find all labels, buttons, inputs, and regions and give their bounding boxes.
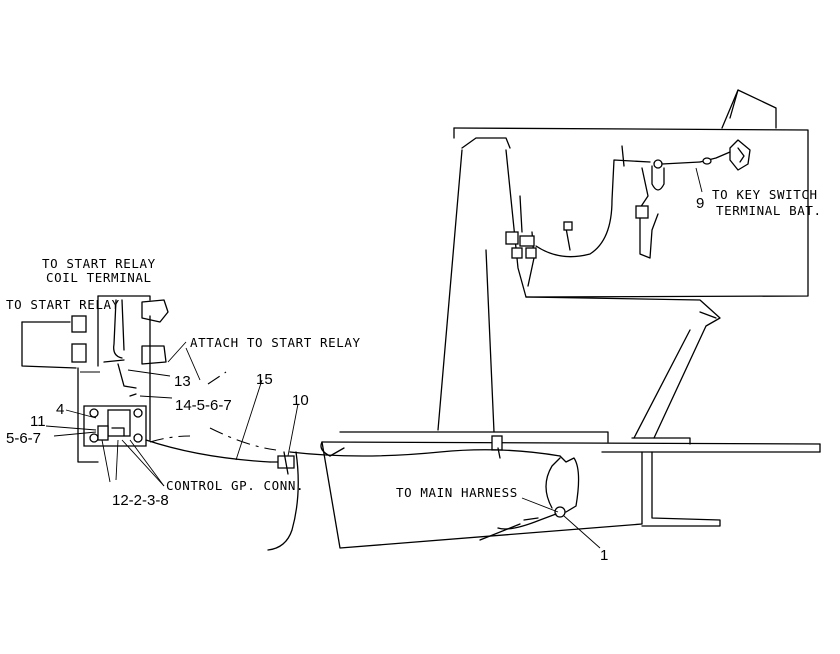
callout-13: 13	[174, 373, 191, 390]
label-start-relay-coil-2: COIL TERMINAL	[46, 270, 152, 285]
callout-12-2-3-8: 12-2-3-8	[112, 492, 169, 509]
label-to-start-relay: TO START RELAY	[6, 297, 120, 312]
label-to-main-harness: TO MAIN HARNESS	[396, 485, 518, 500]
label-key-switch-1: TO KEY SWITCH	[712, 187, 818, 202]
main-harness-wiring	[289, 447, 580, 541]
label-control-gp-conn: CONTROL GP. CONN.	[166, 478, 304, 493]
leader-lines	[45, 167, 703, 549]
callout-11: 11	[30, 413, 46, 430]
callout-9: 9	[696, 195, 704, 212]
callout-14-5-6-7: 14-5-6-7	[175, 397, 232, 414]
callout-5-6-7: 5-6-7	[6, 430, 41, 447]
label-attach-to-start-relay: ATTACH TO START RELAY	[190, 335, 361, 350]
callout-15: 15	[256, 371, 273, 388]
control-group-panel	[21, 295, 299, 551]
label-start-relay-coil-1: TO START RELAY	[42, 256, 156, 271]
diagram-labels: TO START RELAY COIL TERMINAL TO START RE…	[6, 187, 822, 564]
machine-frame	[320, 89, 821, 549]
callout-1: 1	[600, 547, 608, 564]
callout-4: 4	[56, 401, 64, 418]
label-key-switch-2: TERMINAL BAT.	[716, 203, 822, 218]
upper-cab-wiring	[505, 139, 751, 287]
callout-10: 10	[292, 392, 309, 409]
